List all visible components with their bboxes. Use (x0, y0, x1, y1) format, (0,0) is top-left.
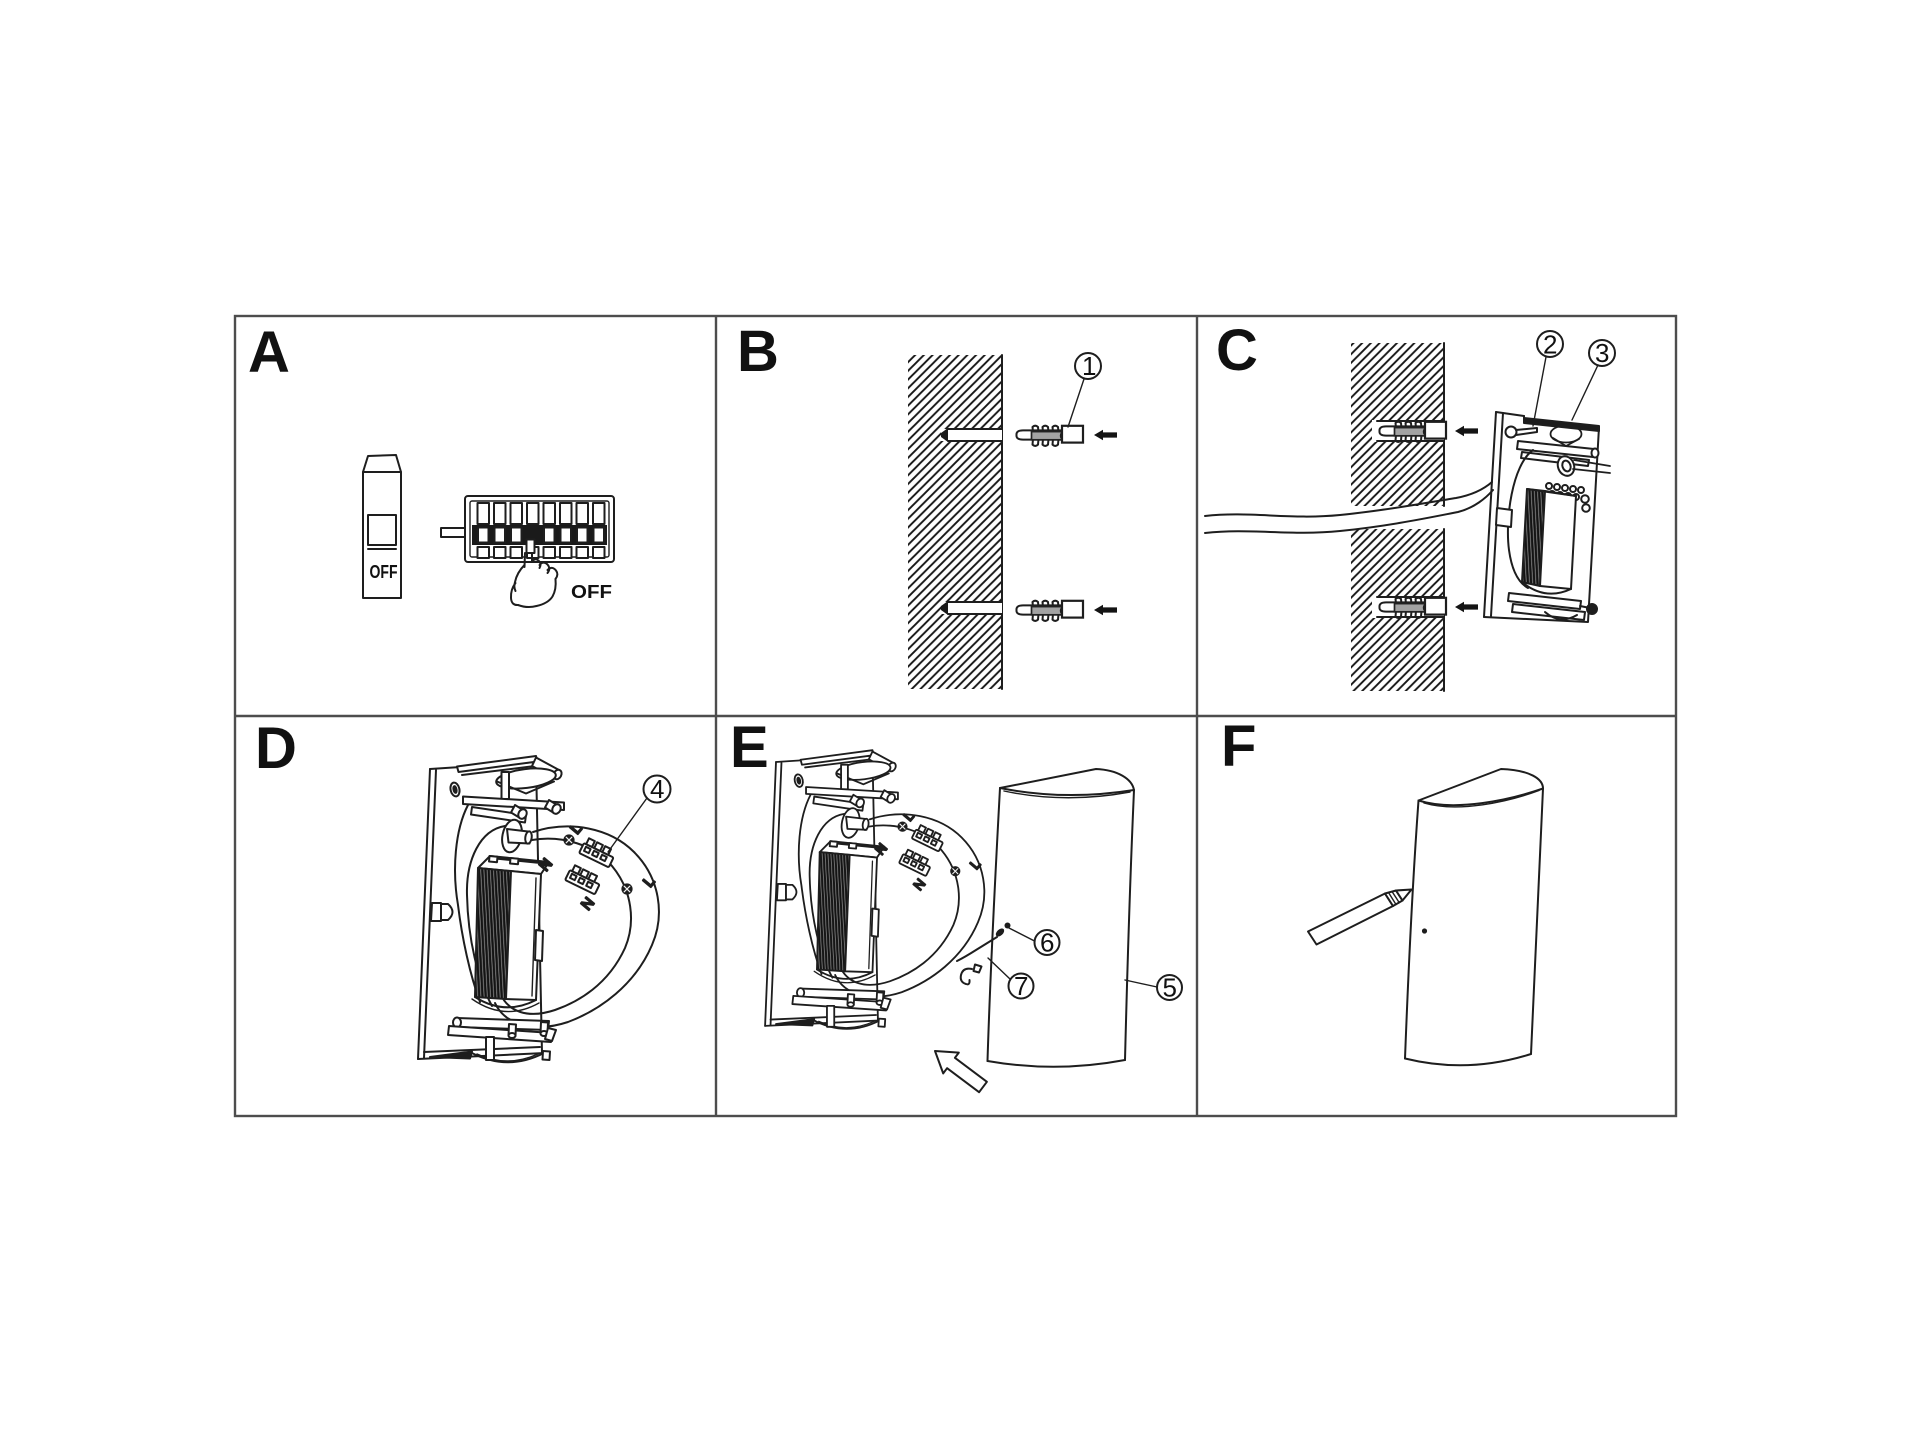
svg-text:E: E (730, 715, 769, 780)
svg-text:7: 7 (1014, 971, 1028, 1001)
svg-text:C: C (1216, 318, 1258, 383)
svg-text:1: 1 (1082, 351, 1096, 381)
svg-text:6: 6 (1040, 928, 1054, 958)
svg-text:A: A (248, 320, 290, 385)
svg-text:F: F (1221, 714, 1256, 779)
svg-text:D: D (255, 716, 297, 781)
svg-text:2: 2 (1543, 330, 1557, 360)
svg-text:5: 5 (1163, 973, 1177, 1003)
svg-text:3: 3 (1595, 338, 1609, 368)
svg-text:B: B (737, 319, 779, 384)
svg-text:OFF: OFF (571, 582, 612, 602)
svg-text:OFF: OFF (370, 562, 398, 582)
svg-text:4: 4 (650, 774, 664, 804)
